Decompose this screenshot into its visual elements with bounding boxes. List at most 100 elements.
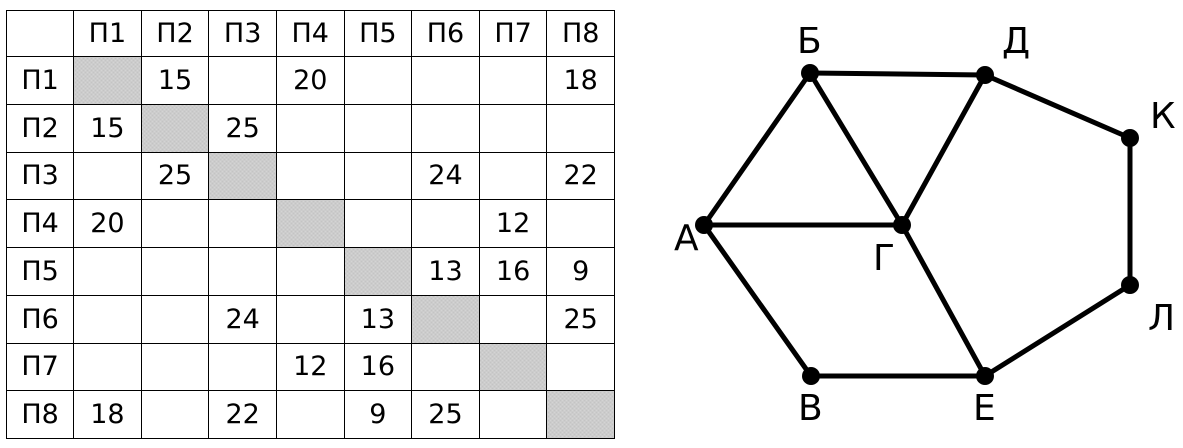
matrix-cell: 12	[275, 342, 345, 392]
matrix-cell	[478, 151, 548, 201]
matrix-col-header-0: П1	[73, 10, 142, 57]
matrix-cell	[275, 103, 345, 153]
matrix-cell: 25	[140, 151, 210, 201]
matrix-row-header-5: П6	[5, 294, 75, 344]
matrix-cell	[275, 390, 345, 439]
matrix-col-header-4: П5	[343, 10, 413, 57]
matrix-row: П3 25 24 22	[5, 151, 615, 201]
matrix-cell	[275, 151, 345, 201]
graph-edge-A-B	[701, 70, 813, 228]
matrix-cell	[208, 56, 277, 105]
matrix-cell	[73, 247, 142, 296]
matrix-cell	[73, 294, 142, 344]
matrix-cell	[343, 56, 413, 105]
matrix-row-header-2: П3	[5, 151, 75, 201]
matrix-cell: 25	[411, 390, 480, 439]
matrix-head: П1 П2 П3 П4 П5 П6 П7 П8	[5, 10, 615, 57]
graph-node-B	[801, 64, 819, 82]
matrix-cell	[140, 199, 210, 248]
matrix-cell: 20	[275, 56, 345, 105]
graph-node-label-A: А	[674, 218, 699, 259]
matrix-col-header-2: П3	[208, 10, 277, 57]
matrix-cell: 16	[343, 342, 413, 392]
matrix-cell: 15	[140, 56, 210, 105]
matrix-cell	[478, 103, 548, 153]
matrix-col-header-1: П2	[140, 10, 210, 57]
matrix-cell: 22	[546, 151, 615, 201]
graph-node-label-G: Г	[873, 238, 895, 279]
graph-edge-group	[701, 70, 1133, 379]
matrix-cell-diagonal	[546, 390, 615, 439]
graph-node-group	[695, 64, 1139, 385]
matrix-cell	[343, 199, 413, 248]
matrix-cell: 22	[208, 390, 277, 439]
matrix-cell-diagonal	[73, 56, 142, 105]
graph-edge-G-E	[899, 222, 988, 379]
matrix-cell: 24	[208, 294, 277, 344]
matrix-row-header-3: П4	[5, 199, 75, 248]
matrix-cell	[411, 199, 480, 248]
matrix-cell: 9	[343, 390, 413, 439]
graph-node-label-K: К	[1150, 96, 1176, 137]
matrix-cell	[208, 342, 277, 392]
matrix-cell-diagonal	[208, 151, 277, 201]
graph-node-label-L: Л	[1148, 298, 1175, 339]
graph-edge-B-D	[807, 70, 988, 78]
graph-node-L	[1121, 276, 1139, 294]
matrix-col-header-6: П7	[478, 10, 548, 57]
matrix-row-header-7: П8	[5, 390, 75, 439]
matrix-row-header-1: П2	[5, 103, 75, 153]
matrix-cell	[343, 151, 413, 201]
matrix-cell	[546, 103, 615, 153]
matrix-cell: 13	[411, 247, 480, 296]
matrix-cell	[411, 342, 480, 392]
matrix-cell	[208, 199, 277, 248]
matrix-cell	[478, 56, 548, 105]
graph-edge-D-K	[982, 72, 1133, 141]
matrix-cell	[140, 390, 210, 439]
graph-node-D	[976, 66, 994, 84]
matrix-cell: 13	[343, 294, 413, 344]
matrix-cell: 18	[546, 56, 615, 105]
matrix-cell: 18	[73, 390, 142, 439]
matrix-cell-diagonal	[478, 342, 548, 392]
matrix-cell	[411, 103, 480, 153]
matrix-corner-cell	[5, 10, 75, 57]
matrix-row-header-6: П7	[5, 342, 75, 392]
matrix-col-header-5: П6	[411, 10, 480, 57]
matrix-cell: 16	[478, 247, 548, 296]
matrix-cell: 24	[411, 151, 480, 201]
matrix-cell-diagonal	[140, 103, 210, 153]
matrix-cell	[140, 342, 210, 392]
matrix-cell-diagonal	[343, 247, 413, 296]
matrix-col-header-3: П4	[275, 10, 345, 57]
graph-node-V	[802, 367, 820, 385]
matrix-col-header-7: П8	[546, 10, 615, 57]
graph-node-G	[893, 216, 911, 234]
matrix-cell: 20	[73, 199, 142, 248]
matrix-cell	[546, 199, 615, 248]
matrix-cell	[546, 342, 615, 392]
matrix-cell	[343, 103, 413, 153]
matrix-cell	[140, 247, 210, 296]
matrix-cell: 25	[208, 103, 277, 153]
graph-node-A	[695, 216, 713, 234]
matrix-cell	[140, 294, 210, 344]
graph-node-label-V: В	[798, 388, 823, 429]
matrix-cell	[478, 294, 548, 344]
matrix-header-row: П1 П2 П3 П4 П5 П6 П7 П8	[5, 10, 615, 57]
matrix-cell	[208, 247, 277, 296]
matrix-cell: 9	[546, 247, 615, 296]
